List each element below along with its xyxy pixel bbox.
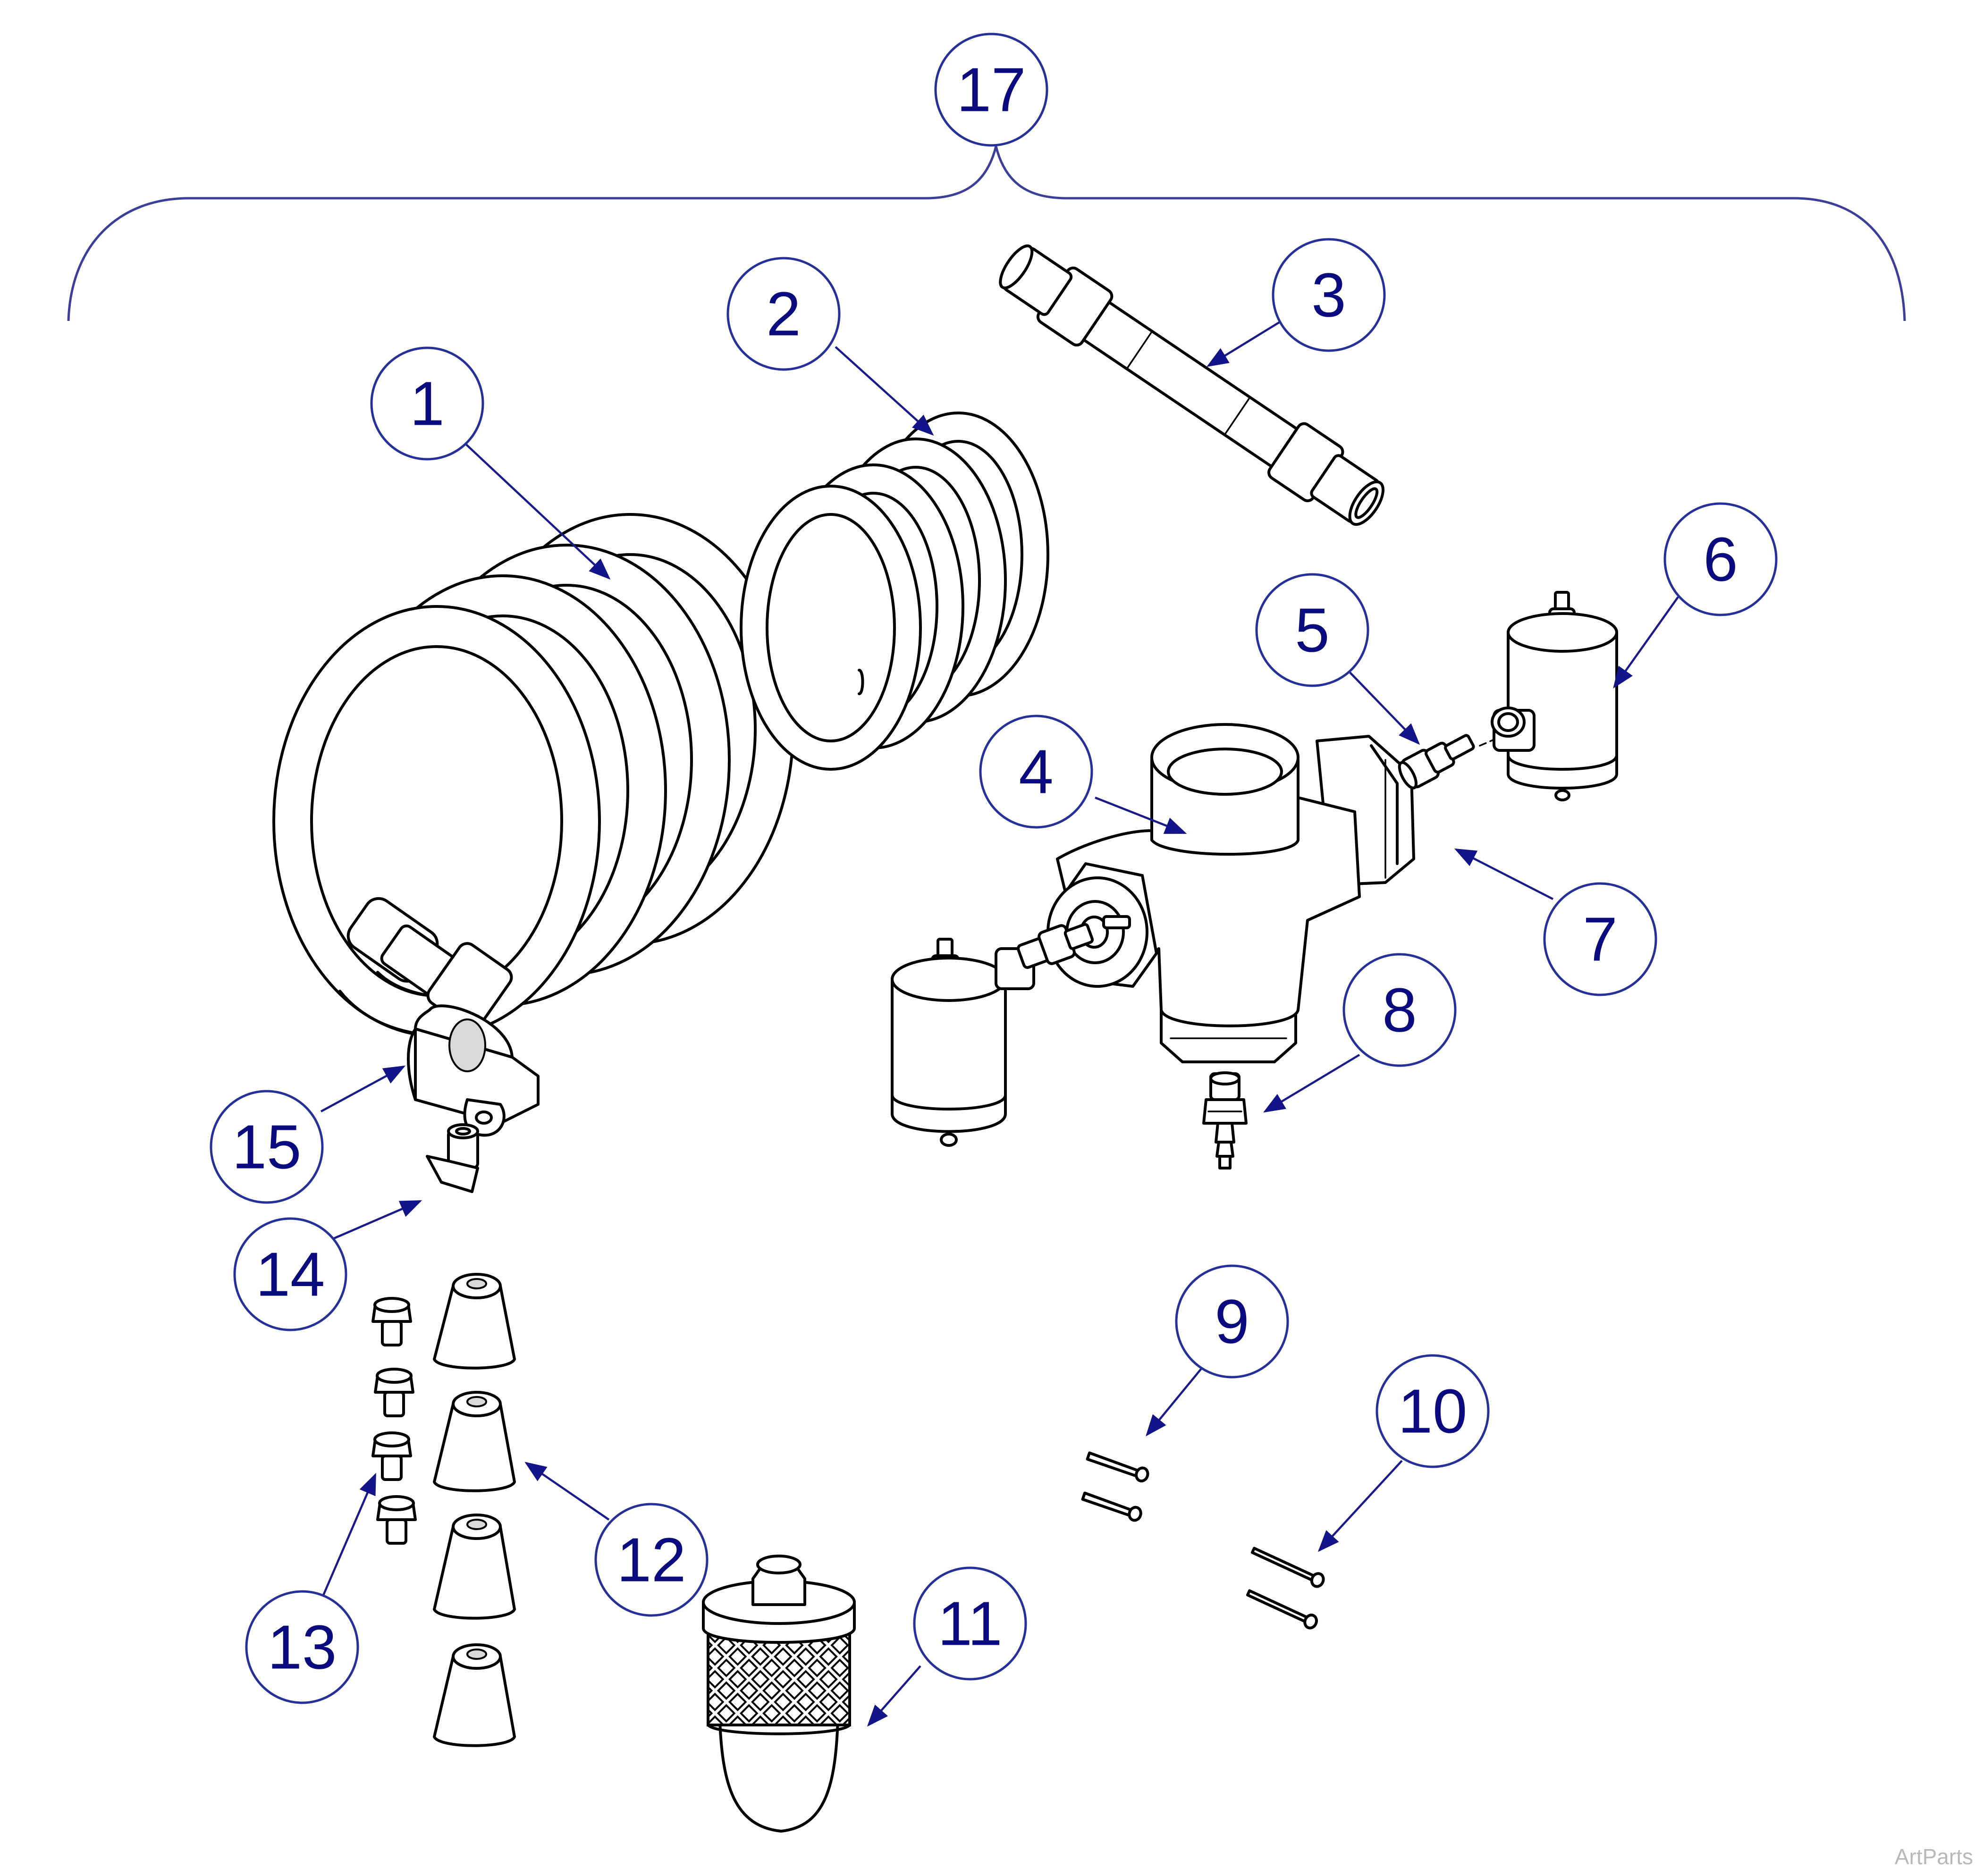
leader-12: [524, 1462, 610, 1521]
callout-11-label: 11: [937, 1589, 1002, 1658]
leader-3: [1207, 320, 1283, 367]
callout-10-label: 10: [1398, 1377, 1468, 1446]
screw: [371, 1431, 412, 1481]
part-3-hose-with-fittings: [999, 244, 1385, 526]
callout-11: 11: [913, 1566, 1027, 1681]
callout-8-label: 8: [1382, 976, 1417, 1045]
leader-2: [835, 346, 934, 436]
leader-11: [867, 1665, 921, 1727]
rubber-foot: [433, 1273, 516, 1370]
leader-6: [1613, 596, 1679, 689]
part-6-cartridge: [1491, 591, 1618, 801]
assembly-brace: [67, 146, 1906, 321]
callout-14-label: 14: [256, 1240, 325, 1309]
rubber-foot: [433, 1391, 516, 1492]
callout-4-label: 4: [1019, 737, 1053, 807]
callout-17: 17: [934, 33, 1048, 147]
part-5-fitting: [1398, 734, 1475, 790]
callout-4: 4: [979, 715, 1093, 829]
callout-12-label: 12: [617, 1525, 686, 1595]
callout-15-label: 15: [232, 1112, 302, 1182]
leader-13: [322, 1472, 377, 1596]
part-1-large-hose-coil: [272, 513, 794, 1037]
watermark: ArtParts: [1895, 1844, 1973, 1869]
leader-15: [320, 1065, 406, 1112]
callout-6: 6: [1663, 502, 1778, 616]
leader-5: [1349, 672, 1420, 745]
screw: [374, 1368, 414, 1417]
part-11-strainer: [702, 1555, 856, 1833]
leader-14: [332, 1200, 422, 1240]
callout-2: 2: [726, 257, 841, 371]
part-13-screws: [371, 1297, 417, 1545]
callout-3-label: 3: [1311, 261, 1346, 330]
leader-lines: [320, 320, 1679, 1727]
callout-9-label: 9: [1215, 1287, 1249, 1356]
part-9-pins: [1081, 1451, 1149, 1522]
callout-14: 14: [233, 1217, 347, 1331]
callout-7: 7: [1543, 882, 1657, 996]
callout-7-label: 7: [1583, 905, 1617, 974]
part-10-pins: [1246, 1547, 1325, 1630]
left-cartridge: [891, 923, 1094, 1147]
callout-17-label: 17: [957, 55, 1026, 125]
rubber-foot: [433, 1514, 516, 1620]
callout-10: 10: [1375, 1354, 1490, 1468]
leader-9: [1146, 1368, 1202, 1437]
part-15-bracket: [407, 1004, 540, 1137]
callout-2-label: 2: [766, 279, 801, 349]
callout-12: 12: [594, 1503, 709, 1617]
callout-1-label: 1: [410, 369, 444, 438]
callout-13-label: 13: [268, 1613, 337, 1682]
callout-1: 1: [370, 346, 484, 461]
callout-6-label: 6: [1703, 525, 1738, 594]
callout-13: 13: [245, 1590, 359, 1704]
leader-10: [1317, 1460, 1403, 1552]
leader-8: [1263, 1054, 1360, 1113]
part-2-small-hose-coil: [740, 412, 1049, 771]
leader-1: [459, 438, 611, 580]
screw: [376, 1495, 417, 1545]
screw: [371, 1297, 412, 1346]
leader-4: [1095, 796, 1187, 834]
part-8-barb-fitting: [1202, 1071, 1248, 1169]
callout-8: 8: [1342, 953, 1457, 1067]
callout-5-label: 5: [1295, 596, 1329, 665]
callout-9: 9: [1175, 1264, 1289, 1379]
rubber-foot: [433, 1643, 516, 1747]
part-14-nozzle: [426, 1123, 479, 1193]
callout-5: 5: [1255, 573, 1369, 687]
callout-15: 15: [210, 1090, 324, 1204]
leader-7: [1454, 848, 1554, 900]
callout-3: 3: [1272, 238, 1386, 352]
part-12-rubber-feet: [433, 1273, 516, 1747]
